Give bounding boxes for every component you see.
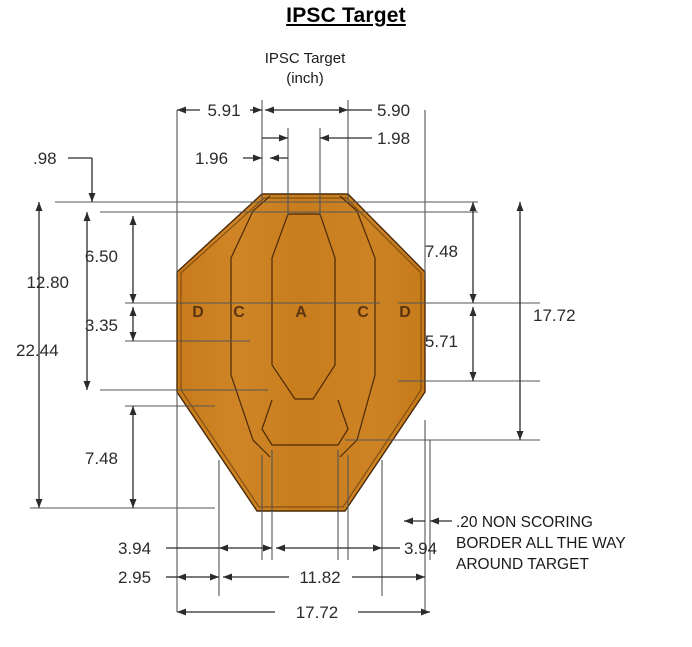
- dimension-value: 3.94: [404, 539, 437, 558]
- zone-label-d-right: D: [399, 304, 411, 321]
- page-title: IPSC Target: [286, 4, 406, 27]
- dimension-right-17-72: 17.72: [516, 202, 576, 440]
- zone-label-a: A: [295, 304, 307, 321]
- dimension-left-0-98: .98: [33, 149, 96, 202]
- dimension-right-5-71: 5.71: [425, 307, 477, 381]
- dimension-right-7-48: 7.48: [425, 202, 477, 303]
- dimension-bottom-11-82: 11.82: [223, 568, 425, 587]
- dimension-group-right: 7.48 5.71 17.72: [425, 202, 576, 440]
- zone-label-c-right: C: [357, 304, 369, 321]
- dimension-value: 12.80: [26, 273, 69, 292]
- dimension-top-1-98: 1.98: [320, 129, 410, 148]
- dimension-value: 6.50: [85, 247, 118, 266]
- dimension-value: 2.95: [118, 568, 151, 587]
- dimension-top-5-91: 5.91: [177, 101, 262, 120]
- dimension-group-top: 5.91 5.90 1.96 1.98: [177, 101, 410, 168]
- dimension-bottom-3-94-left: 3.94: [118, 539, 272, 558]
- dimension-value: 5.91: [207, 101, 240, 120]
- extension-lines: [30, 100, 540, 612]
- dimension-bottom-2-95: 2.95: [118, 568, 219, 587]
- dimension-group-left: .98 22.44 12.80 6.50 3.35: [16, 149, 137, 508]
- dimension-value: 3.35: [85, 316, 118, 335]
- scoring-zone-lines: [180, 195, 422, 508]
- dimension-left-3-35: 3.35: [85, 307, 137, 341]
- dimension-value: 1.98: [377, 129, 410, 148]
- dimension-value: 5.71: [425, 332, 458, 351]
- drawing-subtitle-name: IPSC Target: [264, 50, 346, 67]
- dimension-value: 7.48: [85, 449, 118, 468]
- dimension-left-6-50: 6.50: [85, 216, 137, 303]
- non-scoring-border-note: .20 NON SCORING BORDER ALL THE WAY AROUN…: [404, 514, 626, 573]
- dimension-value: 11.82: [299, 568, 340, 587]
- dimension-bottom-3-94-right: 3.94: [276, 539, 437, 558]
- note-line-1: .20 NON SCORING: [456, 514, 593, 531]
- zone-label-c-left: C: [233, 304, 245, 321]
- note-line-2: BORDER ALL THE WAY: [456, 535, 626, 552]
- target-silhouette: [176, 193, 426, 512]
- dimension-value: .98: [33, 149, 57, 168]
- dimension-left-22-44: 22.44: [16, 202, 59, 508]
- dimension-value: 7.48: [425, 242, 458, 261]
- dimension-top-1-96: 1.96: [195, 134, 288, 168]
- dimension-bottom-17-72: 17.72: [177, 603, 430, 622]
- zone-labels: D C A C D: [192, 304, 411, 321]
- dimension-group-bottom: 3.94 3.94 2.95 11.82: [118, 539, 437, 622]
- dimension-value: 17.72: [533, 306, 576, 325]
- dimension-value: 22.44: [16, 341, 59, 360]
- dimension-value: 3.94: [118, 539, 151, 558]
- zone-label-d-left: D: [192, 304, 204, 321]
- dimension-value: 17.72: [296, 603, 339, 622]
- drawing-subtitle-units: (inch): [286, 70, 324, 87]
- dimension-top-5-90: 5.90: [265, 101, 410, 120]
- dimension-value: 5.90: [377, 101, 410, 120]
- dimension-left-12-80: 12.80: [26, 212, 91, 390]
- note-line-3: AROUND TARGET: [456, 556, 589, 573]
- dimension-left-7-48: 7.48: [85, 406, 137, 508]
- dimension-value: 1.96: [195, 149, 228, 168]
